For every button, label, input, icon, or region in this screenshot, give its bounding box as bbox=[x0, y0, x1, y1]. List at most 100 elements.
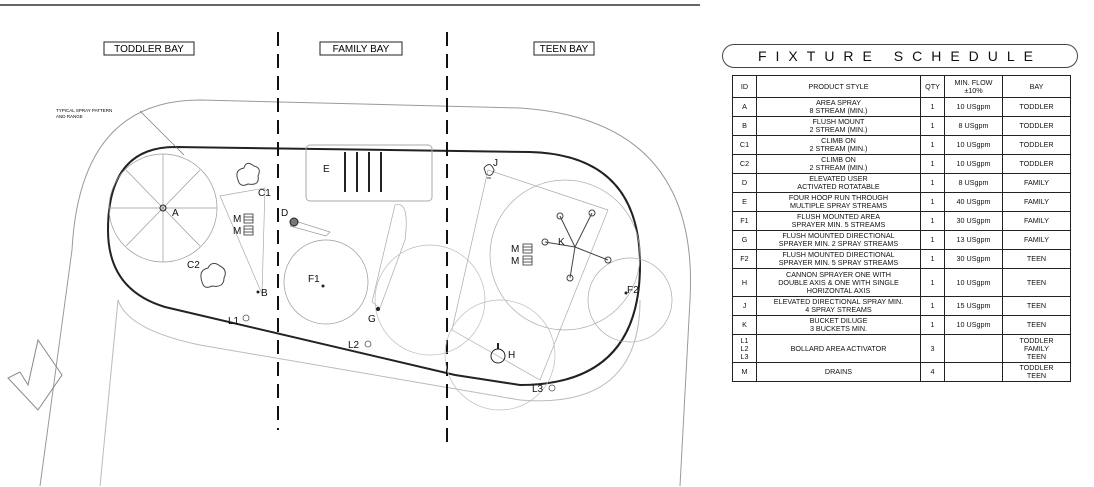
cell-style: FLUSH MOUNT 2 STREAM (MIN.) bbox=[756, 116, 921, 136]
cell-qty: 1 bbox=[920, 135, 945, 155]
fixture-b-icon bbox=[256, 290, 260, 294]
hoops-e-icon bbox=[344, 152, 382, 192]
cell-qty: 1 bbox=[920, 211, 945, 231]
bay-label-text: TEEN BAY bbox=[540, 44, 589, 55]
outer-pathway bbox=[39, 99, 692, 487]
cell-style: FLUSH MOUNTED DIRECTIONAL SPRAYER MIN. 5… bbox=[756, 249, 921, 269]
cell-style: FLUSH MOUNTED AREA SPRAYER MIN. 5 STREAM… bbox=[756, 211, 921, 231]
cell-style: CLIMB ON 2 STREAM (MIN.) bbox=[756, 135, 921, 155]
cell-bay: TEEN bbox=[1002, 296, 1071, 316]
cell-flow: 8 USgpm bbox=[944, 173, 1003, 193]
cell-flow bbox=[944, 334, 1003, 363]
fixture-label: M bbox=[511, 256, 519, 267]
cell-id: L1 L2 L3 bbox=[732, 334, 757, 363]
cell-flow: 8 USgpm bbox=[944, 116, 1003, 136]
bollard-l3-icon bbox=[548, 384, 556, 392]
cell-style: BUCKET DILUGE 3 BUCKETS MIN. bbox=[756, 315, 921, 335]
cell-qty: 1 bbox=[920, 97, 945, 117]
schedule-title: FIXTURE SCHEDULE bbox=[722, 44, 1078, 68]
bollard-l1-icon bbox=[242, 314, 250, 322]
cell-bay: TEEN bbox=[1002, 249, 1071, 269]
fixture-label: L2 bbox=[348, 340, 360, 351]
outer-pathway-inner-edge bbox=[99, 299, 641, 487]
cell-id: C2 bbox=[732, 154, 757, 174]
cell-bay: FAMILY bbox=[1002, 230, 1071, 250]
cell-qty: 1 bbox=[920, 249, 945, 269]
cell-qty: 1 bbox=[920, 192, 945, 212]
bay-label-text: TODDLER BAY bbox=[114, 44, 184, 55]
cell-style: ELEVATED USER ACTIVATED ROTATABLE bbox=[756, 173, 921, 193]
cell-id: F2 bbox=[732, 249, 757, 269]
spray-pattern-a bbox=[108, 153, 218, 263]
cell-bay: TODDLER bbox=[1002, 116, 1071, 136]
cell-id: A bbox=[732, 97, 757, 117]
fixture-schedule-table: ID PRODUCT STYLE QTY MIN. FLOW ±10% BAY … bbox=[732, 75, 1071, 382]
cell-id: H bbox=[732, 268, 757, 297]
fixture-label: F1 bbox=[308, 274, 320, 285]
cell-bay: TEEN bbox=[1002, 315, 1071, 335]
sprayer-j-icon bbox=[483, 164, 495, 179]
cell-flow: 30 USgpm bbox=[944, 211, 1003, 231]
bucket-k-icon bbox=[541, 209, 612, 282]
spray-pattern-j bbox=[451, 169, 609, 381]
fixture-label: M bbox=[233, 214, 241, 225]
drain-icon bbox=[522, 243, 533, 266]
site-plan: TODDLER BAY FAMILY BAY TEEN BAY TYPICAL … bbox=[0, 4, 700, 487]
cell-bay: FAMILY bbox=[1002, 211, 1071, 231]
cell-style: DRAINS bbox=[756, 362, 921, 382]
cell-style: BOLLARD AREA ACTIVATOR bbox=[756, 334, 921, 363]
fixture-label: H bbox=[508, 350, 515, 361]
note-leader bbox=[139, 110, 185, 156]
cell-flow: 10 USgpm bbox=[944, 154, 1003, 174]
cell-id: C1 bbox=[732, 135, 757, 155]
spray-stream-g bbox=[371, 204, 407, 309]
fixture-label: A bbox=[172, 208, 179, 219]
fixture-label: C1 bbox=[258, 188, 271, 199]
cell-id: D bbox=[732, 173, 757, 193]
cell-style: AREA SPRAY 8 STREAM (MIN.) bbox=[756, 97, 921, 117]
cell-qty: 1 bbox=[920, 173, 945, 193]
fixture-label: C2 bbox=[187, 260, 200, 271]
cell-bay: FAMILY bbox=[1002, 173, 1071, 193]
fixture-label: G bbox=[368, 314, 376, 325]
cell-flow: 10 USgpm bbox=[944, 135, 1003, 155]
cell-flow: 10 USgpm bbox=[944, 268, 1003, 297]
cell-bay: TODDLER FAMILY TEEN bbox=[1002, 334, 1071, 363]
bay-label-toddler: TODDLER BAY bbox=[103, 41, 195, 56]
cell-bay: TODDLER bbox=[1002, 97, 1071, 117]
spray-pattern-f2 bbox=[587, 257, 673, 343]
fixture-label: B bbox=[261, 288, 268, 299]
bay-label-family: FAMILY BAY bbox=[319, 41, 403, 56]
fixture-label: M bbox=[233, 226, 241, 237]
cell-id: F1 bbox=[732, 211, 757, 231]
walkway-arrow bbox=[7, 338, 63, 411]
cell-flow: 15 USgpm bbox=[944, 296, 1003, 316]
column-header: PRODUCT STYLE bbox=[756, 75, 921, 98]
fixture-label: M bbox=[511, 244, 519, 255]
cannon-h-icon bbox=[490, 343, 506, 364]
cell-id: B bbox=[732, 116, 757, 136]
cell-qty: 1 bbox=[920, 315, 945, 335]
bay-label-teen: TEEN BAY bbox=[533, 41, 595, 56]
fixture-label: K bbox=[558, 237, 565, 248]
hoop-pad-e bbox=[305, 144, 433, 202]
cell-bay: TODDLER bbox=[1002, 154, 1071, 174]
climb-on-c2-icon bbox=[200, 262, 226, 288]
fixture-f2-icon bbox=[624, 291, 628, 295]
cell-bay: FAMILY bbox=[1002, 192, 1071, 212]
splash-pad-outline bbox=[106, 145, 642, 387]
rotatable-d-icon bbox=[289, 217, 299, 227]
bollard-l2-icon bbox=[364, 340, 372, 348]
spray-zone-b bbox=[219, 187, 266, 295]
cell-qty: 3 bbox=[920, 334, 945, 363]
cell-qty: 1 bbox=[920, 268, 945, 297]
cell-qty: 1 bbox=[920, 154, 945, 174]
column-header: BAY bbox=[1002, 75, 1071, 98]
